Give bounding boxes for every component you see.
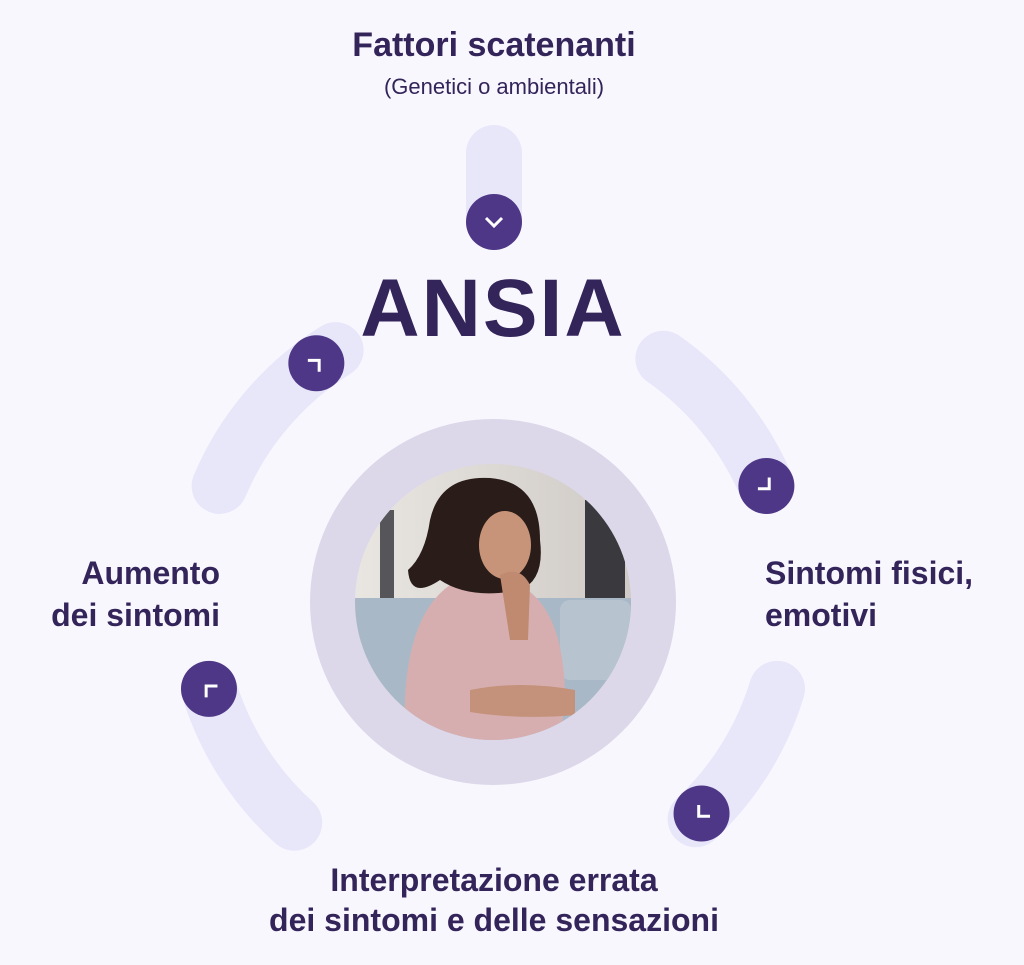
label-physical-symptoms: Sintomi fisici, emotivi [765,552,973,636]
label-misinterpretation: Interpretazione errata dei sintomi e del… [0,860,988,940]
chevron-icon [757,477,771,491]
anxious-woman-photo [355,464,631,740]
arrow-down-icon [466,194,522,250]
arrow-southeast-icon [738,457,795,514]
label-line: dei sintomi e delle sensazioni [269,902,719,938]
arrow-northwest-icon [180,660,237,717]
arrow-southwest-icon [673,785,730,842]
chevron-icon [204,684,218,698]
label-line: Sintomi fisici, [765,555,974,591]
triggers-subtitle: (Genetici o ambientali) [383,74,605,99]
label-line: Aumento [81,555,220,591]
chevron-icon [484,216,504,229]
triggers-title: Fattori scatenanti [352,26,636,64]
chevron-icon [697,804,711,818]
label-line: Interpretazione errata [330,862,658,898]
label-line: emotivi [765,597,878,633]
label-line: dei sintomi [51,597,220,633]
chevron-icon [307,358,321,372]
center-title: ANSIA [360,263,626,354]
arrow-northeast-icon [288,335,345,392]
label-symptom-increase: Aumento dei sintomi [51,552,220,636]
